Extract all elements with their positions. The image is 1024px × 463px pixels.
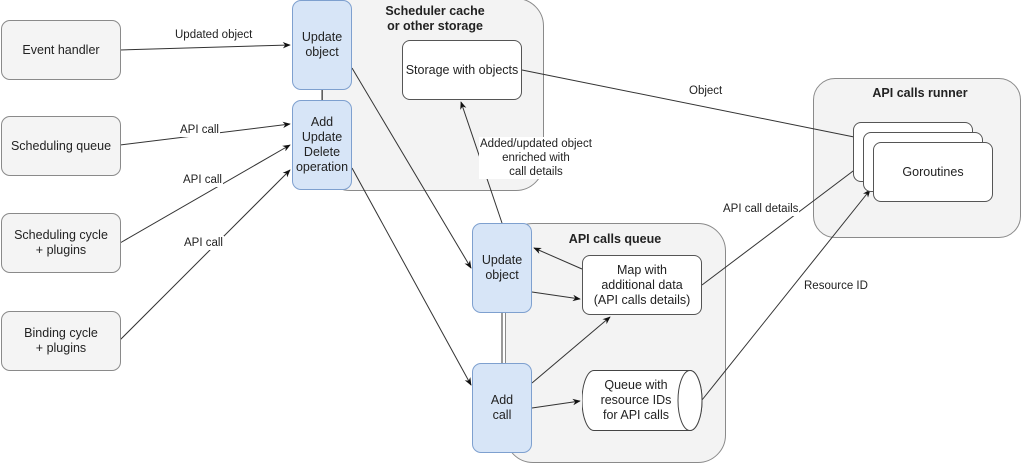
scheduling-cycle-box[interactable]: Scheduling cycle + plugins xyxy=(1,213,121,273)
label-api-call-3: API call xyxy=(183,236,224,250)
resource-id-queue-cylinder[interactable]: Queue with resource IDs for API calls xyxy=(582,370,703,431)
label-api-call-2: API call xyxy=(182,173,223,187)
edge-update-to-map xyxy=(531,291,581,302)
goroutines-box[interactable]: Goroutines xyxy=(873,142,993,202)
edge-updated-object xyxy=(119,42,291,51)
api-calls-queue-title: API calls queue xyxy=(568,232,662,246)
edge-addcall-to-map xyxy=(531,316,611,384)
scheduler-cache-title: Scheduler cache or other storage xyxy=(385,4,485,33)
queue-label: Queue with resource IDs for API calls xyxy=(600,378,672,422)
label-api-call-1: API call xyxy=(179,123,220,137)
label-resource-id: Resource ID xyxy=(803,279,869,293)
edge-object xyxy=(521,69,870,142)
edge-api-call-binding xyxy=(119,169,291,341)
cache-add-update-delete-box[interactable]: Add Update Delete operation xyxy=(292,100,352,190)
map-additional-data-box[interactable]: Map with additional data (API calls deta… xyxy=(582,255,702,315)
label-object: Object xyxy=(689,85,723,97)
edge-addcall-to-queue xyxy=(531,398,581,409)
cache-update-object-box[interactable]: Update object xyxy=(292,0,352,90)
add-call-box[interactable]: Add call xyxy=(472,363,532,453)
edge-api-call-cycle xyxy=(119,144,291,244)
edge-resource-id xyxy=(701,189,871,401)
edge-map-to-update xyxy=(533,247,583,270)
queue-update-object-box[interactable]: Update object xyxy=(472,223,532,313)
label-api-call-details: API call details xyxy=(722,202,800,216)
binding-cycle-box[interactable]: Binding cycle + plugins xyxy=(1,311,121,371)
edge-update-to-queue-update xyxy=(351,67,472,269)
api-calls-runner-title: API calls runner xyxy=(872,86,968,100)
label-updated-object: Updated object xyxy=(174,28,254,42)
scheduling-queue-box[interactable]: Scheduling queue xyxy=(1,116,121,176)
edge-api-call-details xyxy=(701,158,870,286)
cylinder-shape xyxy=(582,370,703,431)
label-added-updated-object: Added/updated object enriched with call … xyxy=(479,137,593,179)
storage-with-objects-box[interactable]: Storage with objects xyxy=(402,40,522,100)
event-handler-box[interactable]: Event handler xyxy=(1,20,121,80)
edge-aud-to-add-call xyxy=(351,167,472,386)
